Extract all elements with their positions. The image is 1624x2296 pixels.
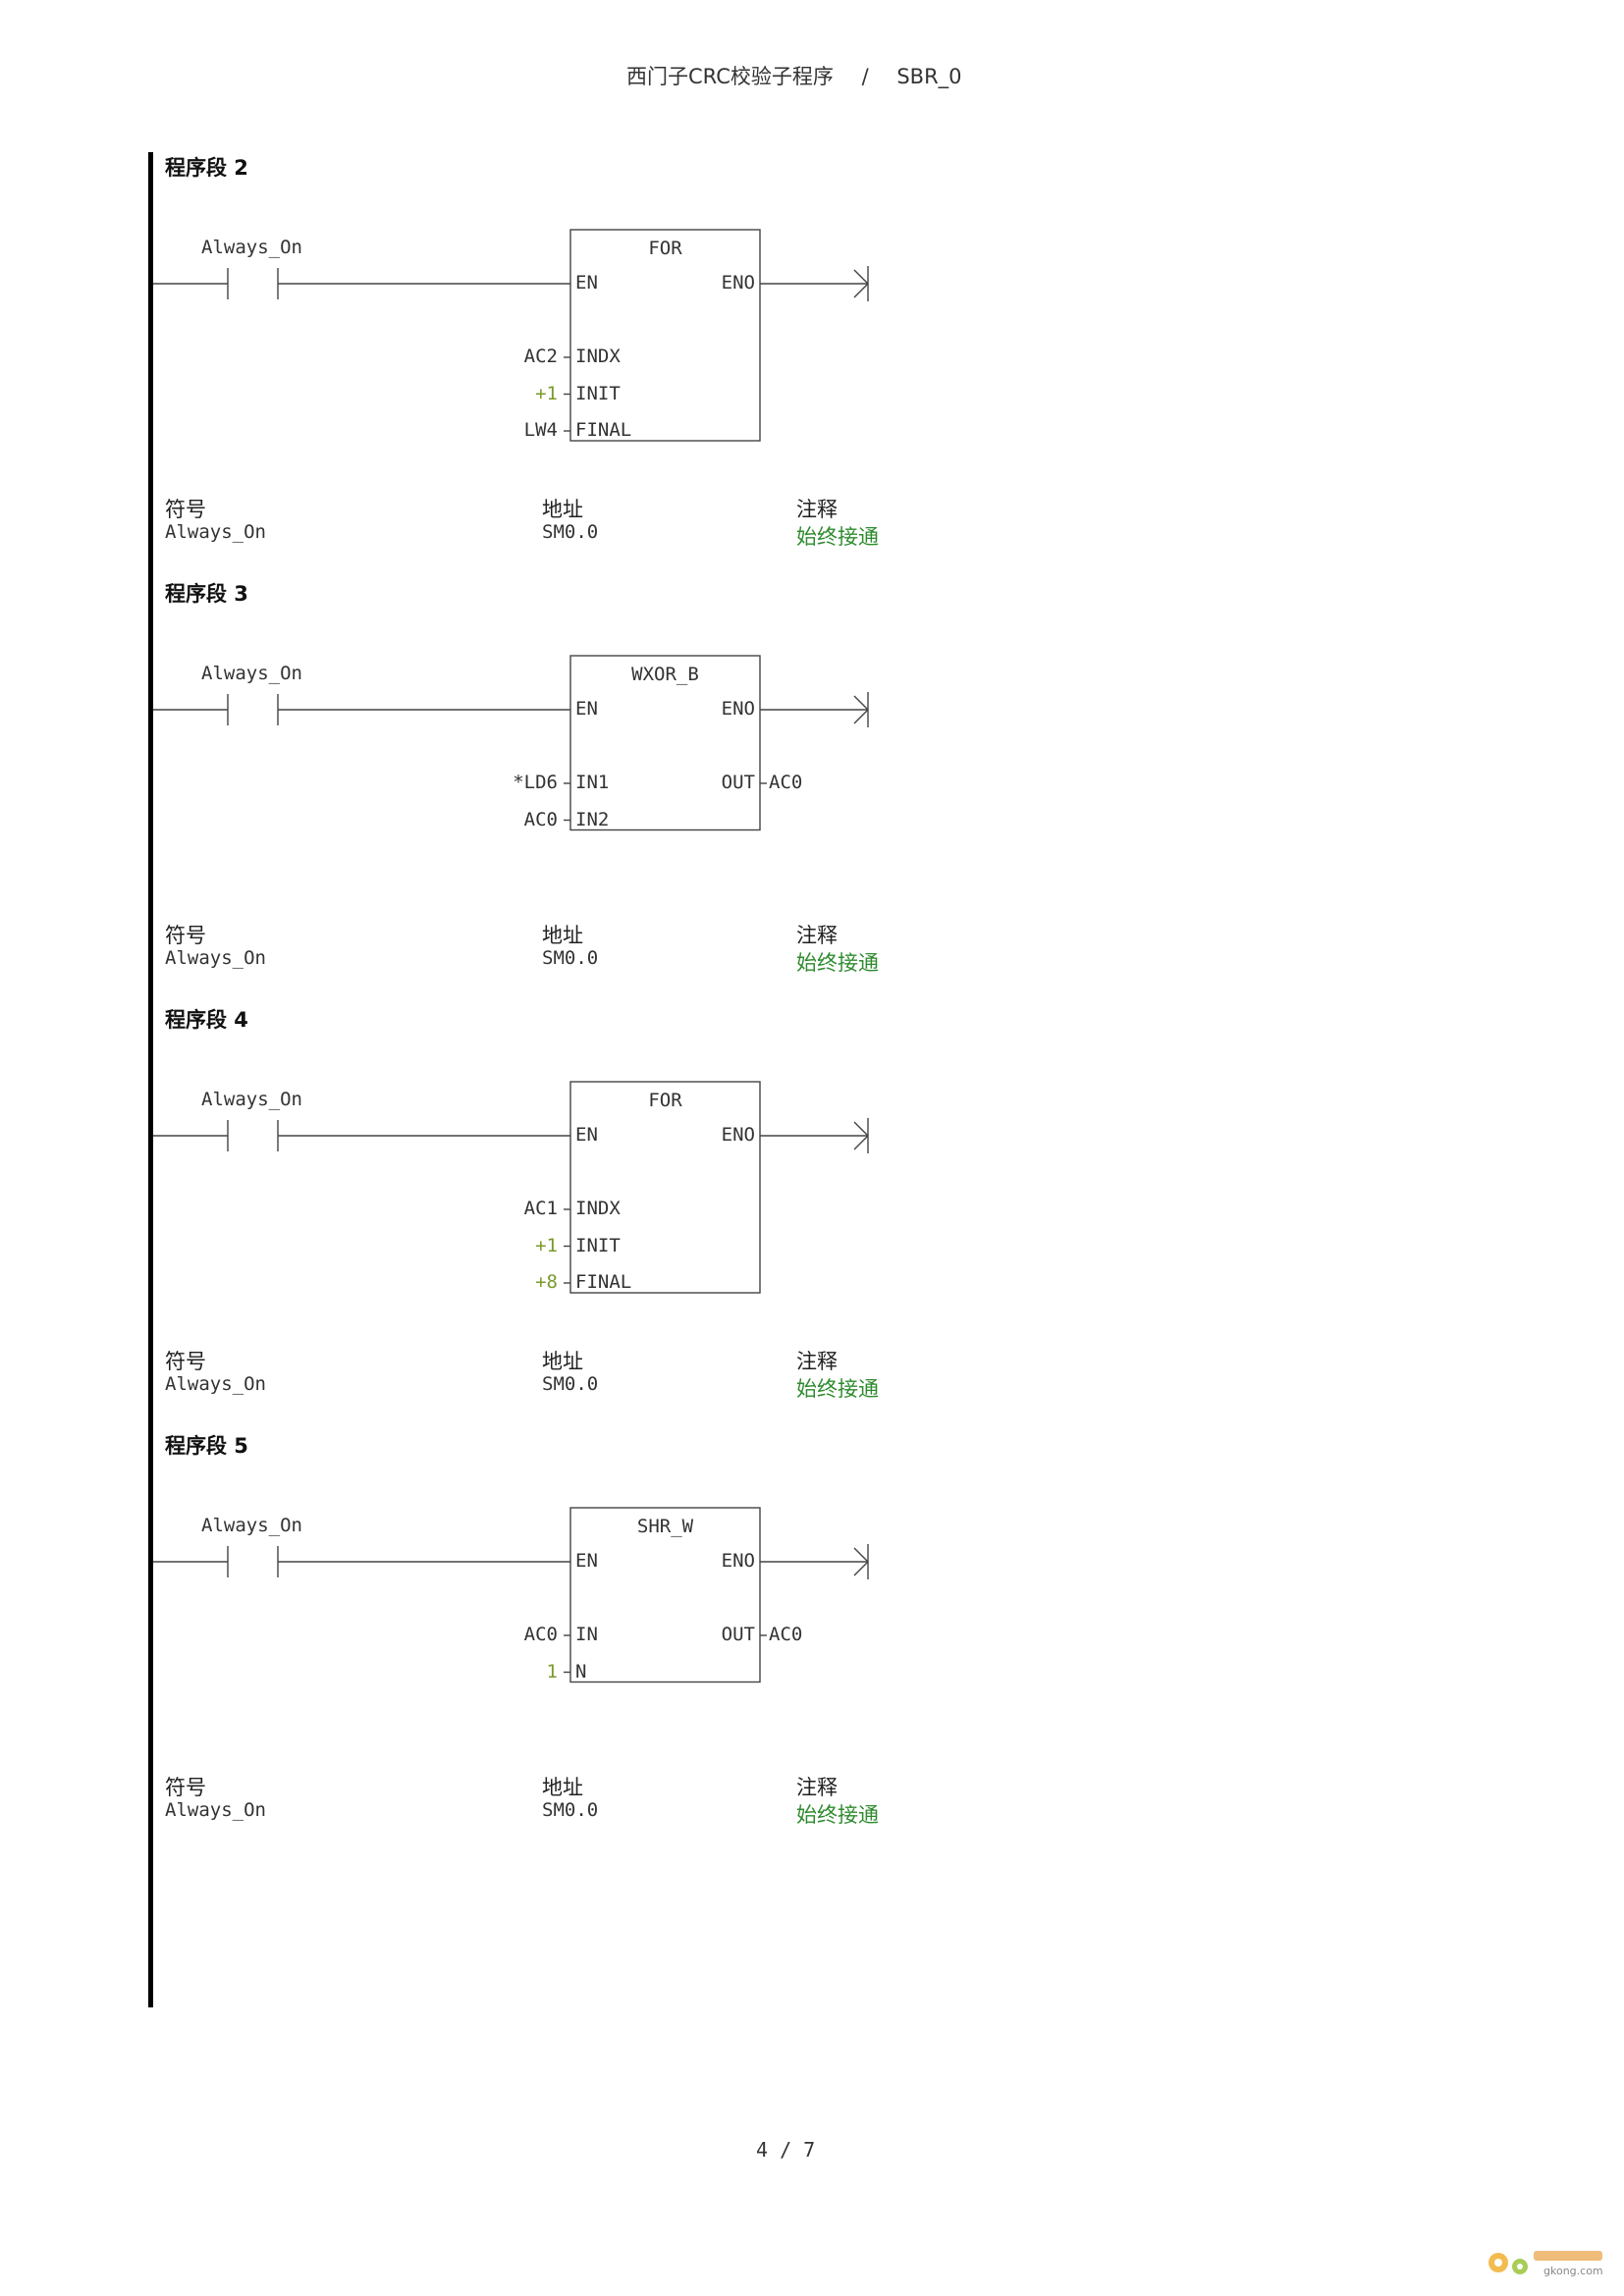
pin-eno: ENO — [721, 1124, 755, 1146]
function-box — [569, 229, 761, 442]
program-title: 西门子CRC校验子程序 — [626, 65, 834, 88]
page-number: 4 / 7 — [756, 2138, 816, 2162]
page-header: 西门子CRC校验子程序 / SBR_0 — [626, 61, 962, 90]
function-box — [569, 655, 761, 831]
input-operand: AC1 — [523, 1198, 558, 1219]
input-pin-name: IN — [575, 1624, 598, 1645]
input-pin-name: FINAL — [575, 419, 632, 441]
segment-title: 程序段 4 — [165, 1008, 248, 1032]
coil-arrow-lower — [853, 1561, 869, 1576]
output-operand: AC0 — [769, 772, 803, 793]
segment-title: 程序段 3 — [165, 582, 248, 606]
input-operand: *LD6 — [513, 772, 558, 793]
comment-header: 注释 — [796, 1776, 838, 1799]
address-header: 地址 — [542, 498, 583, 521]
ladder-network — [153, 1507, 869, 1683]
input-pin-name: INIT — [575, 382, 621, 404]
input-operand: +1 — [535, 382, 558, 404]
gear-logo-icon — [1489, 2251, 1602, 2274]
input-operand: 1 — [546, 1660, 558, 1682]
input-operand: AC2 — [523, 346, 558, 367]
comment-value: 始终接通 — [796, 1377, 879, 1401]
input-pin-name: INDX — [575, 346, 621, 367]
block-name: SBR_0 — [896, 65, 962, 88]
input-pin-name: IN2 — [575, 808, 610, 830]
output-operand: AC0 — [769, 1624, 803, 1645]
address-value: SM0.0 — [542, 521, 599, 543]
contact-label: Always_On — [201, 237, 302, 258]
input-pin-name: INDX — [575, 1198, 621, 1219]
ladder-network — [153, 655, 869, 831]
function-box-title: SHR_W — [636, 1516, 694, 1537]
pin-eno: ENO — [721, 698, 755, 720]
symbol-header: 符号 — [165, 924, 206, 947]
comment-value: 始终接通 — [796, 951, 879, 975]
output-pin-name: OUT — [721, 1624, 755, 1645]
input-operand: AC0 — [523, 808, 558, 830]
address-value: SM0.0 — [542, 1373, 599, 1395]
input-operand: +8 — [535, 1271, 558, 1293]
pin-en: EN — [575, 272, 598, 294]
address-header: 地址 — [542, 924, 583, 947]
symbol-value: Always_On — [165, 1799, 266, 1821]
coil-arrow-upper — [853, 695, 869, 711]
pin-en: EN — [575, 1124, 598, 1146]
segment-title: 程序段 2 — [165, 156, 248, 180]
coil-arrow-upper — [853, 269, 869, 285]
symbol-header: 符号 — [165, 498, 206, 521]
segment-title: 程序段 5 — [165, 1434, 248, 1458]
function-box — [569, 1081, 761, 1294]
function-box-title: FOR — [648, 238, 682, 259]
comment-header: 注释 — [796, 1350, 838, 1373]
coil-arrow-upper — [853, 1547, 869, 1563]
address-value: SM0.0 — [542, 947, 599, 969]
watermark-text: gkong.com — [1543, 2265, 1603, 2277]
input-pin-name: FINAL — [575, 1271, 632, 1293]
input-pin-name: IN1 — [575, 772, 610, 793]
coil-arrow-lower — [853, 709, 869, 724]
contact-label: Always_On — [201, 1515, 302, 1536]
pin-en: EN — [575, 698, 598, 720]
coil-arrow-lower — [853, 1135, 869, 1150]
ladder-network — [153, 229, 869, 442]
pin-eno: ENO — [721, 272, 755, 294]
input-operand: AC0 — [523, 1624, 558, 1645]
function-box — [569, 1507, 761, 1683]
address-header: 地址 — [542, 1776, 583, 1799]
input-pin-name: N — [575, 1660, 587, 1682]
input-operand: +1 — [535, 1234, 558, 1256]
input-pin-name: INIT — [575, 1234, 621, 1256]
contact-label: Always_On — [201, 663, 302, 684]
symbol-value: Always_On — [165, 521, 266, 543]
pin-en: EN — [575, 1550, 598, 1572]
contact-label: Always_On — [201, 1089, 302, 1110]
comment-header: 注释 — [796, 924, 838, 947]
function-box-title: WXOR_B — [631, 664, 699, 685]
address-value: SM0.0 — [542, 1799, 599, 1821]
power-rail — [148, 152, 153, 2007]
pin-eno: ENO — [721, 1550, 755, 1572]
ladder-network — [153, 1081, 869, 1294]
input-operand: LW4 — [523, 419, 558, 441]
watermark-logo: gkong.com — [1483, 2239, 1610, 2284]
function-box-title: FOR — [648, 1090, 682, 1111]
symbol-value: Always_On — [165, 1373, 266, 1395]
output-pin-name: OUT — [721, 772, 755, 793]
symbol-header: 符号 — [165, 1776, 206, 1799]
symbol-value: Always_On — [165, 947, 266, 969]
symbol-header: 符号 — [165, 1350, 206, 1373]
comment-header: 注释 — [796, 498, 838, 521]
coil-arrow-lower — [853, 283, 869, 298]
coil-arrow-upper — [853, 1121, 869, 1137]
header-separator: / — [861, 65, 869, 88]
comment-value: 始终接通 — [796, 525, 879, 549]
address-header: 地址 — [542, 1350, 583, 1373]
comment-value: 始终接通 — [796, 1803, 879, 1827]
